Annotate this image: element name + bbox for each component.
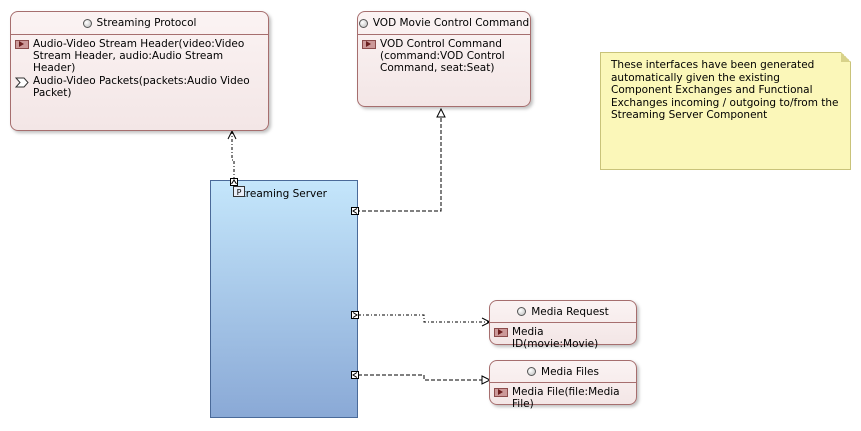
port-streaming-protocol[interactable] xyxy=(230,178,238,186)
interface-header: Streaming Protocol xyxy=(11,12,268,35)
interface-icon xyxy=(358,18,368,28)
operations-list: VOD Control Command (command:VOD Control… xyxy=(358,35,530,78)
interface-icon xyxy=(82,18,92,28)
operation-item[interactable]: Audio-Video Stream Header(video:Video St… xyxy=(15,38,264,74)
interface-title: Media Files xyxy=(541,365,599,378)
interface-media-files[interactable]: Media Files Media File(file:Media File) xyxy=(489,360,637,410)
interface-title: Media Request xyxy=(531,305,609,318)
operation-label: Audio-Video Packets(packets:Audio Video … xyxy=(33,75,250,99)
operation-item[interactable]: VOD Control Command (command:VOD Control… xyxy=(362,38,526,74)
interface-media-request[interactable]: Media Request Media ID(movie:Movie) xyxy=(489,300,637,350)
connector-media-request xyxy=(358,314,489,323)
operation-label: VOD Control Command (command:VOD Control… xyxy=(380,38,505,74)
connector-media-files xyxy=(358,374,482,381)
interface-streaming-protocol[interactable]: Streaming Protocol Audio-Video Stream He… xyxy=(10,11,269,131)
note-text: These interfaces have been generated aut… xyxy=(611,59,839,121)
arrow-media-files xyxy=(481,375,492,385)
operation-icon xyxy=(494,328,508,337)
component-streaming-server[interactable]: Streaming Server xyxy=(210,180,358,418)
port-media-request[interactable] xyxy=(351,311,359,319)
arrow-streaming-protocol xyxy=(227,129,237,140)
interface-header: Media Request xyxy=(490,301,636,323)
component-label: Streaming Server xyxy=(235,188,327,200)
operation-icon xyxy=(15,40,29,49)
interface-icon xyxy=(517,307,527,316)
arrow-vod-control xyxy=(436,107,446,118)
interface-title: Streaming Protocol xyxy=(96,17,197,29)
operation-icon xyxy=(494,388,508,397)
interface-icon xyxy=(527,367,537,376)
operation-label: Media ID(movie:Movie) xyxy=(512,326,599,350)
operation-item[interactable]: Audio-Video Packets(packets:Audio Video … xyxy=(14,75,264,99)
operations-list: Media ID(movie:Movie) xyxy=(490,323,636,354)
operation-icon xyxy=(362,40,376,49)
interface-title: VOD Movie Control Command xyxy=(372,17,530,29)
note[interactable]: These interfaces have been generated aut… xyxy=(600,52,851,170)
operation-item[interactable]: Media File(file:Media File) xyxy=(494,386,632,410)
interface-header: VOD Movie Control Command xyxy=(358,12,530,35)
connector-vod-control xyxy=(356,112,442,212)
port-vod-control[interactable] xyxy=(351,207,359,215)
operations-list: Audio-Video Stream Header(video:Video St… xyxy=(11,35,268,103)
physical-component-badge-icon: P xyxy=(233,186,245,197)
exchange-item-icon xyxy=(14,77,29,88)
operation-label: Audio-Video Stream Header(video:Video St… xyxy=(33,38,245,74)
connector-streaming-protocol xyxy=(231,132,235,180)
interface-vod-movie-control[interactable]: VOD Movie Control Command VOD Control Co… xyxy=(357,11,531,107)
interface-header: Media Files xyxy=(490,361,636,383)
operation-item[interactable]: Media ID(movie:Movie) xyxy=(494,326,632,350)
operation-label: Media File(file:Media File) xyxy=(512,386,620,410)
operations-list: Media File(file:Media File) xyxy=(490,383,636,414)
port-media-files[interactable] xyxy=(351,371,359,379)
